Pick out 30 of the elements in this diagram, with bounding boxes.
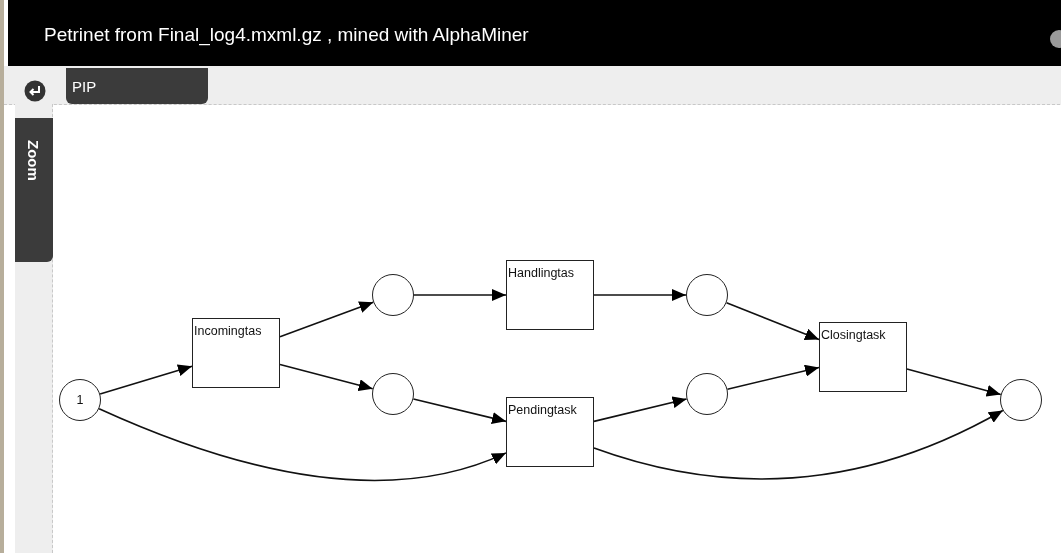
node-label: Handlingtas <box>508 266 574 280</box>
arrow <box>99 364 193 395</box>
transition-box <box>506 397 594 467</box>
tab-label: Zoom <box>25 140 42 181</box>
arrow <box>593 409 1004 480</box>
tab: PIP <box>66 68 208 104</box>
arrow <box>593 289 687 301</box>
transition-box <box>506 260 594 330</box>
arrow <box>412 398 507 424</box>
arrow <box>593 396 688 423</box>
node-label: Incomingtas <box>194 324 262 338</box>
arrow <box>279 363 374 391</box>
arrow <box>906 368 1002 397</box>
place-circle <box>1000 379 1042 421</box>
node-label: Closingtask <box>821 328 886 342</box>
arrow <box>98 407 507 482</box>
node-label: Pendingtask <box>508 403 577 417</box>
place-circle <box>59 379 101 421</box>
arrow <box>726 364 820 390</box>
transition-box <box>192 318 280 388</box>
place-circle <box>686 373 728 415</box>
window-title: Petrinet from Final_log4.mxml.gz , mined with AlphaMiner <box>44 24 529 46</box>
place-circle <box>372 373 414 415</box>
arrow <box>279 301 375 338</box>
place-circle <box>686 274 728 316</box>
arrow <box>725 301 820 341</box>
arrow <box>413 289 507 301</box>
place-circle <box>372 274 414 316</box>
transition-box <box>819 322 907 392</box>
node-label: 1 <box>76 393 84 407</box>
